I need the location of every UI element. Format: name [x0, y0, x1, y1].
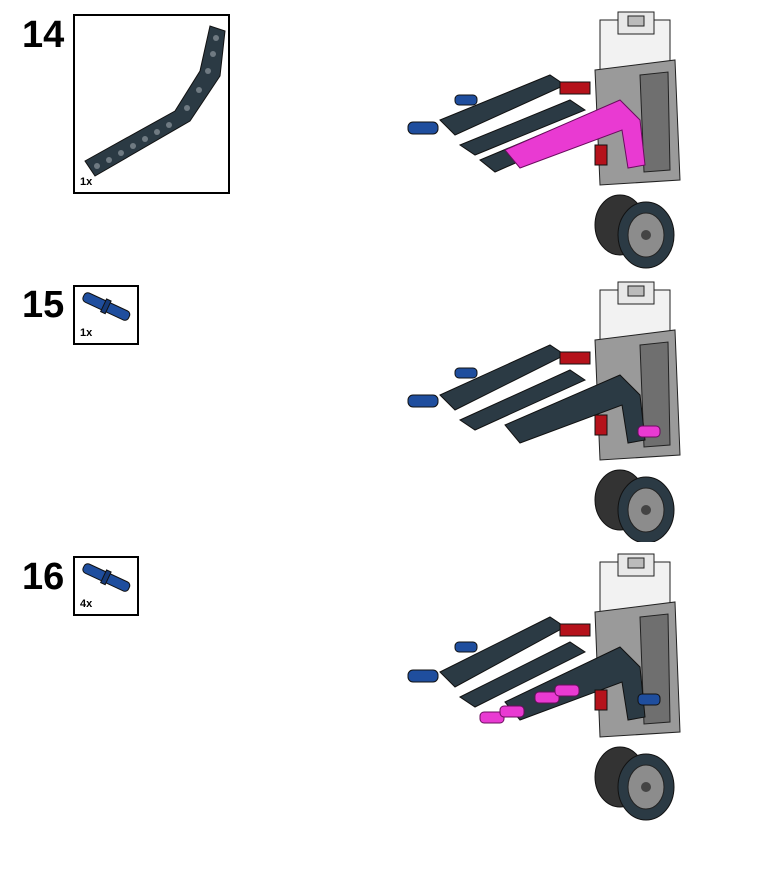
- parts-callout: 1x: [73, 14, 230, 194]
- parts-callout: 4x: [73, 556, 139, 616]
- step-number: 15: [22, 284, 65, 326]
- axle-pin-part-icon: [82, 292, 131, 321]
- step-16: 16 4x: [0, 542, 768, 842]
- part-quantity: 1x: [80, 327, 93, 339]
- part-quantity: 4x: [80, 598, 93, 610]
- step-14: 14 1x: [0, 0, 768, 270]
- step-number: 14: [22, 14, 65, 56]
- step-number: 16: [22, 556, 65, 598]
- part-quantity: 1x: [80, 176, 93, 188]
- step-15: 15 1x: [0, 270, 768, 542]
- assembly-model: [407, 553, 681, 821]
- parts-callout: 1x: [73, 285, 139, 345]
- bent-liftarm-part-icon: [84, 25, 226, 177]
- axle-pin-part-icon: [82, 563, 131, 592]
- assembly-model: [407, 281, 681, 542]
- assembly-model: [407, 11, 681, 269]
